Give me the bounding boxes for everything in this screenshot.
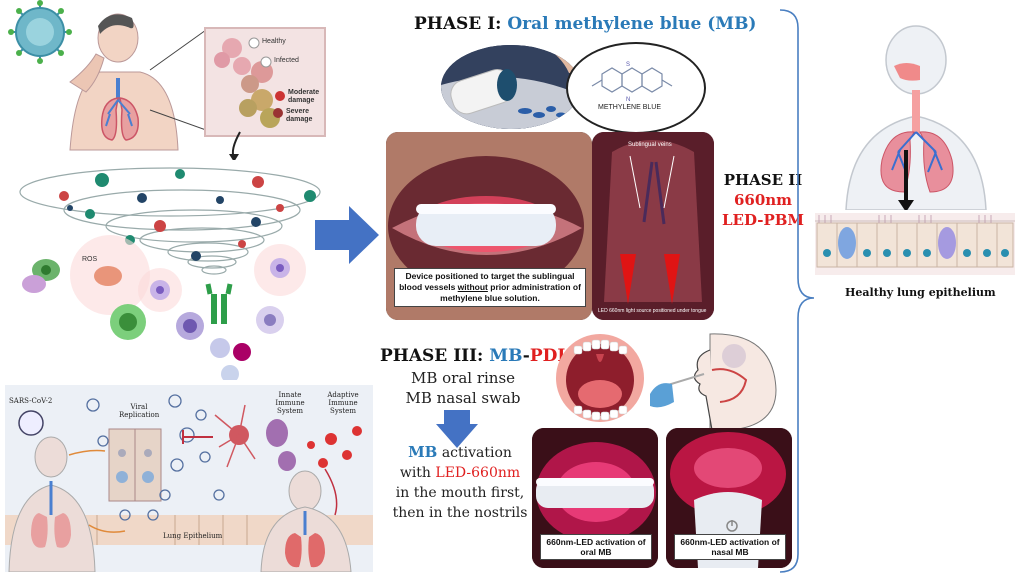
sublingual-veins-label: Sublingual veins	[628, 142, 672, 148]
open-mouth-illustration	[556, 334, 644, 422]
phase2-mouth-photo: Device positioned to target the sublingu…	[386, 132, 592, 320]
phase2-label: PHASE II	[723, 171, 803, 189]
activation-with: with	[399, 465, 436, 481]
cytokine-storm-illustration	[10, 160, 340, 383]
phase3-down-arrow	[436, 410, 478, 448]
innate-immune-label: Innate Immune System	[275, 391, 305, 415]
oral-rinse-step: MB oral rinse	[410, 369, 516, 387]
nasal-led-photo: 660nm-LED activation of nasal MB	[666, 428, 792, 568]
activation-mouth: in the mouth first,	[395, 485, 525, 501]
infected-person-figure	[8, 0, 326, 162]
adaptive-immune-label: Adaptive Immune System	[327, 391, 359, 415]
nasal-led-caption: 660nm-LED activation of nasal MB	[674, 534, 786, 560]
phase2-caption-a: Device positioned to target the sublingu…	[399, 271, 575, 292]
outcome-bracket	[779, 9, 815, 573]
immune-response-figure	[5, 394, 373, 573]
svg-text:S: S	[626, 62, 630, 68]
methylene-blue-molecule: S N METHYLENE BLUE	[566, 42, 706, 134]
storm-particles	[59, 169, 316, 261]
healthy-lung-label: Healthy lung epithelium	[845, 286, 996, 299]
coughing-person	[69, 13, 179, 151]
phase2-method: LED-PBM	[721, 211, 805, 229]
phase1-title: PHASE I: Oral methylene blue (MB)	[414, 14, 756, 34]
ros-label: ROS	[82, 256, 98, 263]
healthy-anatomy-figure	[845, 25, 987, 210]
coronavirus-icon	[8, 0, 72, 64]
phase1-prefix: PHASE I:	[414, 14, 508, 34]
stage-label-3: Moderate damage	[288, 89, 320, 104]
oral-led-caption: 660nm-LED activation of oral MB	[540, 534, 652, 560]
svg-text:N: N	[626, 97, 630, 103]
immune-cells	[22, 235, 306, 383]
patient-left	[8, 436, 96, 573]
phase2-sublingual-photo: Sublingual veins LED 660nm light source …	[592, 132, 714, 320]
stage-label-1: Healthy	[262, 38, 286, 45]
phase3-steps: MB oral rinse MB nasal swab	[398, 368, 528, 408]
adaptive-immune-cells	[307, 426, 362, 468]
phase2-caption: Device positioned to target the sublingu…	[394, 268, 586, 307]
lung-epithelium-label: Lung Epithelium	[163, 532, 223, 540]
methylene-blue-label: METHYLENE BLUE	[598, 104, 662, 111]
phase2-caption-without: without	[457, 282, 488, 292]
nasal-swab-step: MB nasal swab	[405, 389, 521, 407]
stage-label-4: Severe damage	[286, 108, 313, 123]
phase2-wavelength: 660nm	[733, 191, 793, 209]
phase3-prefix: PHASE III:	[380, 346, 490, 366]
phase1-pill-bottle-image	[441, 45, 581, 129]
viral-replication-label: Viral Replication	[119, 403, 160, 419]
big-right-arrow	[315, 206, 379, 264]
phase3-activation-block: MB activation with LED-660nm in the mout…	[390, 442, 530, 523]
phase3-mb: MB	[489, 346, 523, 366]
activation-mb: MB	[408, 443, 438, 461]
patient-right	[260, 470, 352, 573]
replicating-cells	[108, 428, 162, 502]
phase3-title: PHASE III: MB-PDI	[380, 346, 565, 366]
phase3-pdi: PDI	[529, 346, 566, 366]
healthy-epithelium-strip	[815, 213, 1015, 275]
activation-word: activation	[437, 445, 512, 461]
led-source-label: LED 660nm light source positioned under …	[598, 308, 707, 314]
activation-nostrils: then in the nostrils	[392, 505, 528, 521]
nasal-swab-illustration	[650, 333, 777, 430]
sars-cov-2-label: SARS-CoV-2	[9, 397, 53, 405]
phase2-label-block: PHASE II 660nm LED-PBM	[716, 170, 810, 230]
immune-response-panel: SARS-CoV-2 Viral Replication Innate Immu…	[5, 385, 373, 573]
oral-led-photo: 660nm-LED activation of oral MB	[532, 428, 658, 568]
stage-label-2: Infected	[274, 57, 299, 64]
storm-swirl	[19, 167, 321, 383]
activation-led: LED-660nm	[435, 465, 521, 481]
infection-illustration	[0, 0, 330, 162]
phase1-name: Oral methylene blue (MB)	[507, 14, 757, 34]
alveoli-stages	[214, 37, 285, 128]
innate-immune-cell	[182, 404, 296, 471]
phase3-dash: -	[522, 346, 530, 366]
phase2-caption-c: prior administration of methylene blue s…	[440, 282, 581, 303]
